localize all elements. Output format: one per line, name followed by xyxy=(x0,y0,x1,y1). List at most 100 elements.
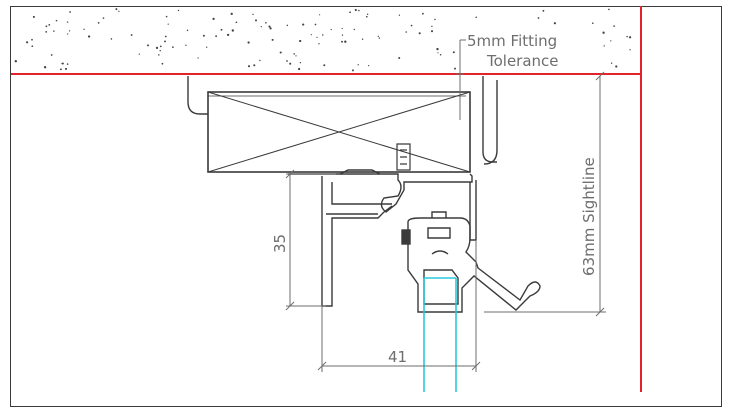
stipple-dot xyxy=(410,24,413,27)
glass-pane xyxy=(423,277,457,392)
stipple-dot xyxy=(230,12,233,16)
stipple-dot xyxy=(67,33,69,35)
stipple-dot xyxy=(247,41,250,44)
stipple-dot xyxy=(358,9,360,12)
stipple-dot xyxy=(341,40,343,43)
stipple-dot xyxy=(26,41,29,44)
stipple-dot xyxy=(172,46,174,48)
stipple-dot xyxy=(220,28,223,31)
stipple-dot xyxy=(367,64,370,67)
stipple-dot xyxy=(418,32,421,35)
width-41-dimension xyxy=(317,240,481,372)
sightline-dimension xyxy=(484,71,606,317)
stipple-dot xyxy=(542,9,545,12)
stipple-dot xyxy=(177,9,180,12)
stipple-dot xyxy=(330,28,332,31)
height-35-dimension xyxy=(285,169,336,311)
height-35-label: 35 xyxy=(271,234,289,253)
stipple-dot xyxy=(286,24,289,27)
stipple-dot xyxy=(269,27,272,30)
stipple-dot xyxy=(318,43,320,45)
stipple-dot xyxy=(215,35,218,38)
drawing-border xyxy=(10,6,722,407)
stipple-dot xyxy=(322,34,324,36)
stipple-dot xyxy=(212,17,215,21)
stipple-dot xyxy=(110,38,113,40)
stipple-dot xyxy=(398,14,401,16)
stipple-dot xyxy=(48,24,51,26)
stipple-dot xyxy=(50,54,53,56)
stipple-dot xyxy=(268,25,271,28)
stipple-dot xyxy=(66,21,69,23)
stipple-dot xyxy=(302,23,305,26)
fixing-channel xyxy=(187,76,497,163)
sightline-label: 63mm Sightline xyxy=(580,157,598,276)
stipple-dot xyxy=(186,29,189,32)
stipple-dot xyxy=(626,35,628,38)
stipple-dot xyxy=(314,23,317,26)
stipple-dot xyxy=(610,40,612,42)
stipple-dot xyxy=(197,57,199,59)
stipple-dot xyxy=(422,12,424,15)
stipple-dot xyxy=(398,56,401,60)
fixing-channel-outer xyxy=(483,80,498,165)
stipple-dot xyxy=(316,36,318,39)
stipple-dot xyxy=(608,8,610,11)
stipple-dot xyxy=(354,8,357,12)
stipple-dot xyxy=(59,68,62,71)
stipple-dot xyxy=(349,11,351,14)
stipple-dot xyxy=(118,10,120,12)
stipple-dot xyxy=(610,62,613,64)
stipple-dot xyxy=(452,51,455,54)
stipple-dot xyxy=(629,49,631,51)
stipple-dot xyxy=(361,38,364,40)
stipple-dot xyxy=(202,34,205,37)
stipple-dot xyxy=(260,26,262,28)
stipple-dot xyxy=(32,15,35,18)
stipple-dot xyxy=(378,37,381,39)
stipple-dot xyxy=(159,45,162,48)
stipple-dot xyxy=(102,17,105,19)
stipple-dot xyxy=(97,22,100,24)
concrete-stipple xyxy=(14,8,632,72)
stipple-dot xyxy=(45,25,48,28)
stipple-dot xyxy=(592,22,594,24)
stipple-dot xyxy=(69,11,71,13)
stipple-dot xyxy=(53,30,55,32)
stipple-dot xyxy=(14,60,17,63)
stipple-dot xyxy=(341,27,343,30)
stipple-dot xyxy=(537,17,540,19)
stipple-dot xyxy=(164,35,167,38)
fitting-tolerance-label-line2: Tolerance xyxy=(486,52,559,70)
stipple-dot xyxy=(553,22,557,25)
stipple-dot xyxy=(247,65,251,68)
stipple-dot xyxy=(31,38,33,41)
stipple-dot xyxy=(231,29,234,32)
stipple-dot xyxy=(45,31,48,33)
stipple-dot xyxy=(252,13,254,16)
stipple-dot xyxy=(437,52,439,54)
stipple-dot xyxy=(297,67,301,71)
stipple-dot xyxy=(279,51,282,54)
stipple-dot xyxy=(319,14,321,16)
stipple-dot xyxy=(613,25,615,27)
stipple-dot xyxy=(344,40,347,43)
stipple-dot xyxy=(167,23,169,25)
stipple-dot xyxy=(475,16,477,18)
stipple-dot xyxy=(55,19,58,22)
fitting-tolerance-dimension xyxy=(456,39,466,120)
stipple-dot xyxy=(299,62,302,64)
stipple-dot xyxy=(431,25,433,28)
stipple-dot xyxy=(259,59,261,62)
stipple-dot xyxy=(130,34,133,36)
stipple-dot xyxy=(293,53,295,55)
stipple-dot xyxy=(603,45,605,47)
stipple-dot xyxy=(43,66,47,69)
stipple-dot xyxy=(206,46,208,48)
stipple-dot xyxy=(365,15,368,18)
stipple-dot xyxy=(289,62,292,65)
stipple-dot xyxy=(377,35,379,37)
stipple-dot xyxy=(158,54,160,56)
timber-packer xyxy=(207,91,471,173)
